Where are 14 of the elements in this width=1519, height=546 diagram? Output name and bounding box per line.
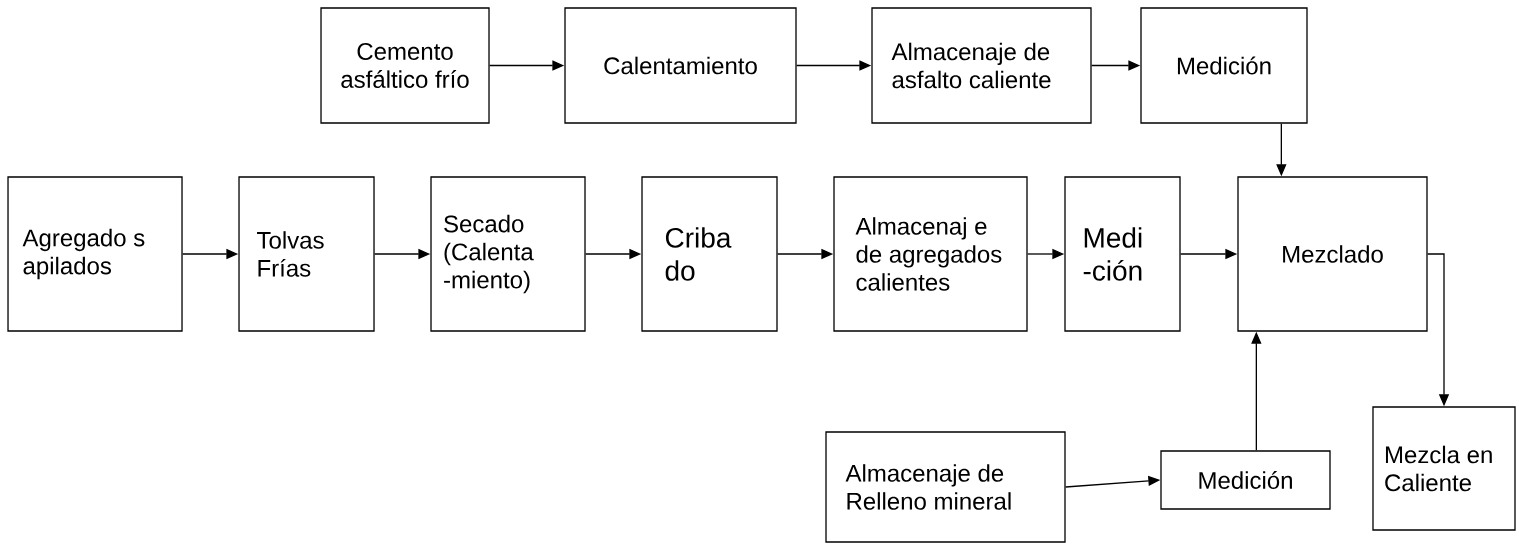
- process-box: Agregado s apilados: [7, 176, 183, 332]
- process-box: Calentamiento: [564, 7, 797, 124]
- process-box: Mezclado: [1237, 176, 1428, 332]
- process-box: Tolvas Frías: [238, 176, 375, 332]
- process-box: Almacenaj e de agregados calientes: [833, 176, 1028, 332]
- process-box: Criba do: [641, 176, 778, 332]
- process-box: Medi -ción: [1064, 176, 1181, 332]
- process-box: Medición: [1140, 7, 1308, 124]
- process-box: Almacenaje de Relleno mineral: [825, 431, 1066, 543]
- process-box: Almacenaje de asfalto caliente: [871, 7, 1092, 124]
- process-box: Mezcla en Caliente: [1372, 406, 1516, 531]
- process-box: Medición: [1160, 450, 1331, 510]
- process-box: Secado (Calenta -miento): [430, 176, 586, 332]
- process-box: Cemento asfáltico frío: [320, 7, 490, 124]
